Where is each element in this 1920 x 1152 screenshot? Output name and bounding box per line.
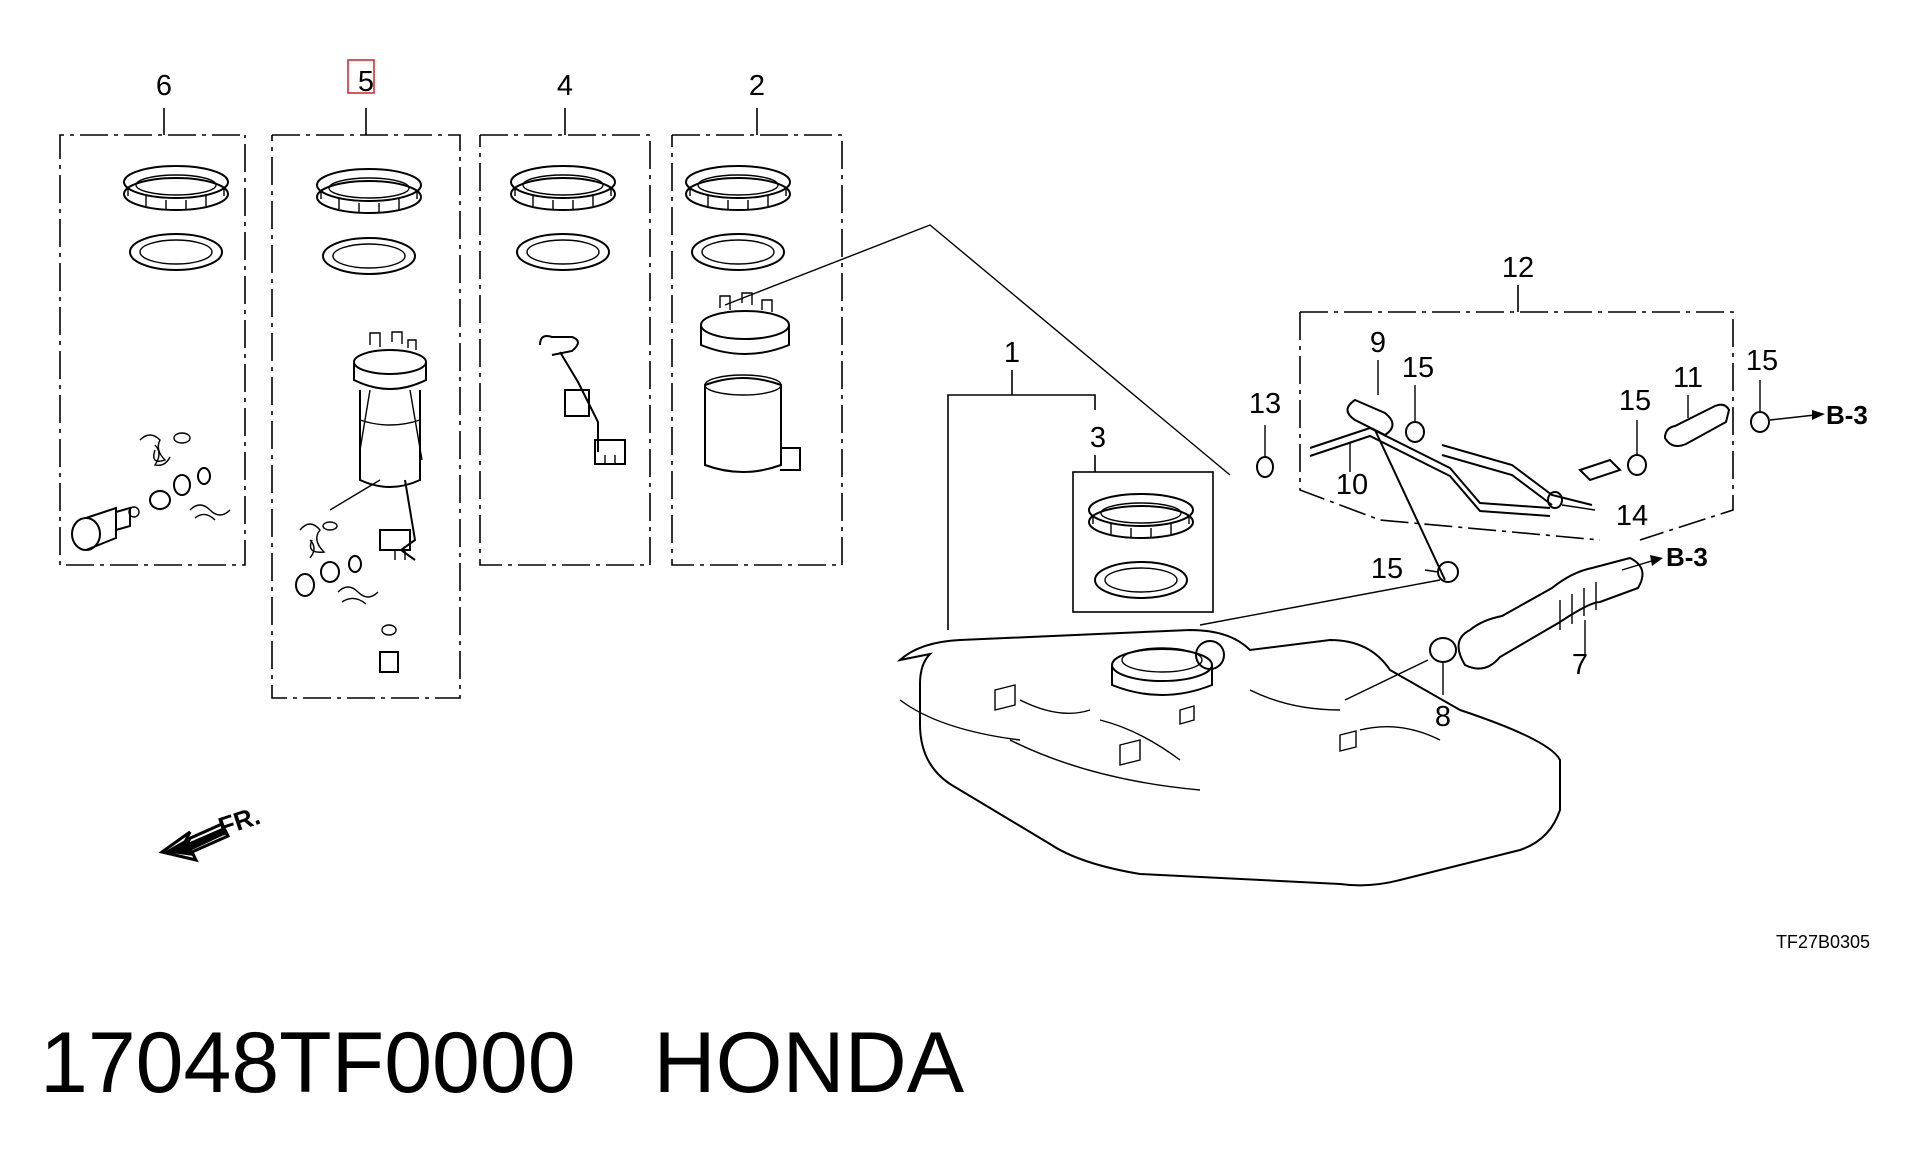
clamp-15-top — [1405, 421, 1425, 443]
front-direction-arrow — [158, 822, 231, 863]
clamp-8 — [1429, 637, 1457, 663]
reference-b3-lower: B-3 — [1666, 542, 1708, 572]
fuel-pump-module-5 — [295, 331, 427, 673]
callout-10: 10 — [1336, 469, 1368, 501]
gasket-6 — [129, 233, 223, 271]
arrow-b3-lower — [1621, 555, 1663, 571]
callout-13: 13 — [1249, 388, 1281, 420]
fuel-pump-assembly-2 — [700, 292, 801, 473]
leader-kit2-to-tank — [724, 224, 1231, 476]
leader-15-to-filler — [1199, 579, 1441, 626]
clamp-15-mid — [1627, 454, 1647, 476]
pipe-10 — [1309, 426, 1551, 517]
callout-12: 12 — [1502, 252, 1534, 284]
front-direction-label: FR. — [215, 800, 264, 841]
kit-box-3 — [1072, 455, 1214, 613]
fuel-tank — [896, 628, 1561, 887]
drawing-code: TF27B0305 — [1776, 932, 1870, 952]
kit-box-6 — [59, 108, 246, 566]
clamp-14 — [1547, 491, 1563, 509]
hose-9 — [1346, 360, 1394, 437]
kit-box-5 — [271, 108, 461, 699]
reference-b3-upper: B-3 — [1826, 400, 1868, 430]
lock-ring-2 — [685, 165, 791, 211]
callout-1: 1 — [1004, 337, 1020, 369]
gasket-2 — [691, 233, 785, 271]
callout-5-highlight — [347, 59, 375, 94]
lock-ring-4 — [510, 165, 616, 211]
arrow-b3-upper — [1769, 410, 1825, 421]
kit-box-2 — [671, 108, 843, 566]
callout-6: 6 — [156, 70, 172, 102]
gasket-4 — [516, 233, 610, 271]
kit-6-small-parts — [71, 432, 231, 551]
lock-ring-3 — [1088, 493, 1194, 539]
clamp-13 — [1256, 456, 1274, 478]
fuel-gauge-sender-4 — [539, 335, 626, 465]
part-number: 17048TF0000 — [40, 1015, 576, 1111]
callout-4: 4 — [557, 70, 573, 102]
kit-box-4 — [479, 108, 651, 566]
filler-neck-7 — [1457, 556, 1644, 670]
gasket-3 — [1094, 561, 1188, 599]
lock-ring-6 — [123, 165, 229, 211]
hose-11 — [1663, 395, 1731, 447]
footer-caption: 17048TF0000 HONDA — [40, 1014, 964, 1113]
group-bracket-1 — [947, 370, 1096, 630]
callout-15-top: 15 — [1402, 352, 1434, 384]
callout-3: 3 — [1090, 422, 1106, 454]
gasket-5 — [322, 237, 416, 275]
callout-8: 8 — [1435, 701, 1451, 733]
brand-name: HONDA — [653, 1015, 965, 1111]
group-box-12 — [1299, 285, 1734, 541]
callout-9: 9 — [1370, 327, 1386, 359]
callout-11: 11 — [1673, 362, 1703, 394]
vent-pipe — [1441, 444, 1593, 506]
callout-7: 7 — [1572, 649, 1588, 681]
callout-2: 2 — [749, 70, 765, 102]
clamp-15-right — [1750, 411, 1770, 433]
leader-8-to-filler — [1344, 659, 1429, 701]
callout-15-bottom: 15 — [1371, 553, 1403, 585]
callout-15-mid: 15 — [1619, 385, 1651, 417]
pipe-9-to-15 — [1374, 429, 1446, 581]
lock-ring-5 — [316, 168, 422, 214]
callout-14: 14 — [1616, 500, 1648, 532]
callout-5: 5 — [358, 66, 374, 98]
callout-15-right: 15 — [1746, 345, 1778, 377]
